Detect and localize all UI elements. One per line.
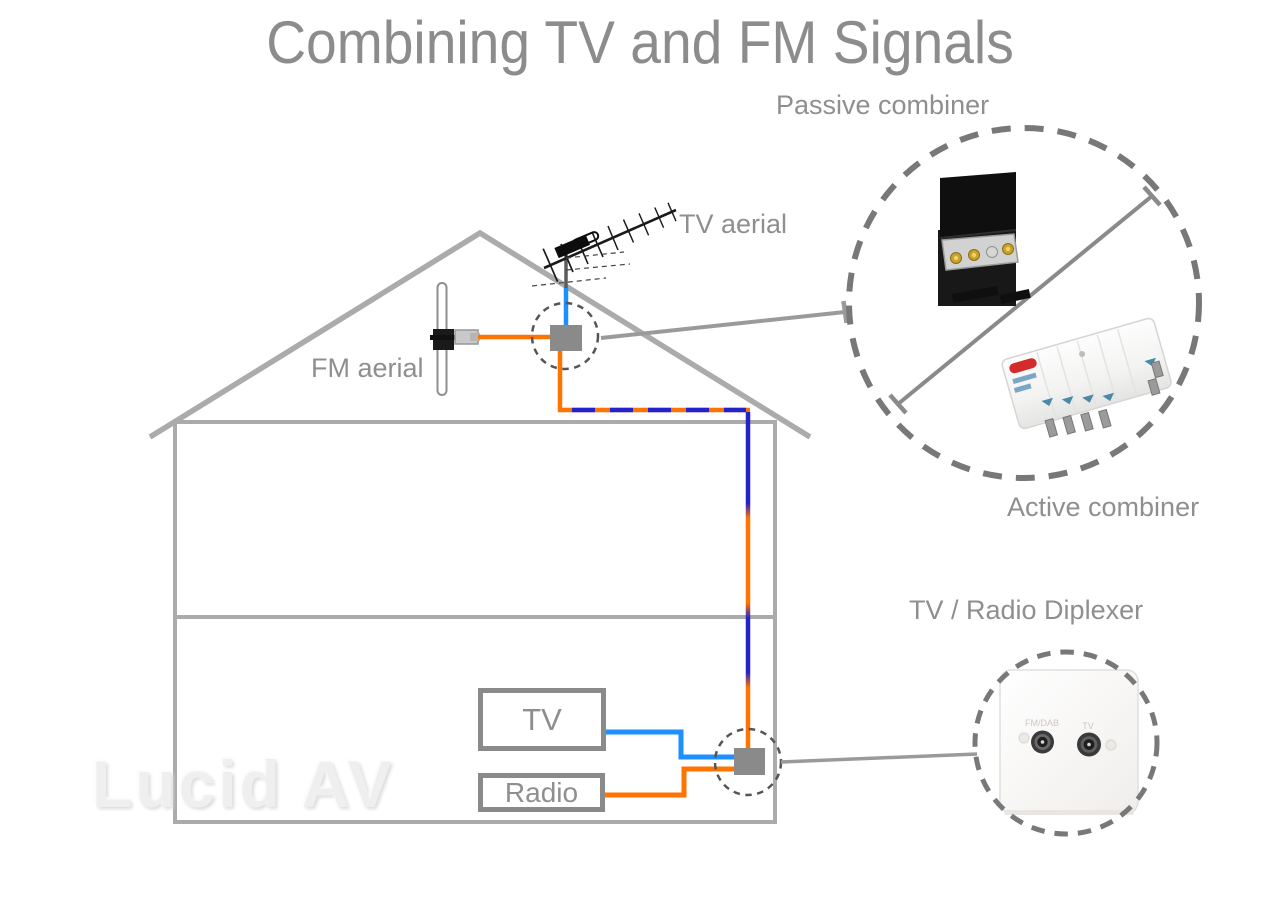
passive-combiner-label: Passive combiner <box>776 90 990 120</box>
combiner-callout-circle <box>846 125 1202 481</box>
active-combiner-label: Active combiner <box>1007 492 1200 522</box>
leader-lines <box>600 300 978 764</box>
roof-combiner-highlight-circle <box>530 301 600 371</box>
house-outline <box>148 229 812 824</box>
page-title: Combining TV and FM Signals <box>266 9 1014 76</box>
wallplate-fm-label: FM/DAB <box>1025 718 1059 728</box>
combiner-divider-line <box>888 185 1162 415</box>
wallplate-tv-label: TV <box>1082 721 1094 731</box>
fm-aerial-label: FM aerial <box>311 353 424 383</box>
radio-set-box: Radio <box>478 773 605 812</box>
diplexer-wallplate-photo: FM/DAB TV <box>999 669 1139 815</box>
roof-combiner-box <box>550 325 582 351</box>
wallplate-fm-socket <box>1031 730 1054 754</box>
diplexer-junction-box <box>734 748 765 775</box>
cables <box>478 288 751 798</box>
watermark: Lucid AV <box>92 747 395 821</box>
radio-set-cable <box>604 766 736 798</box>
wallplate-tv-socket <box>1077 732 1101 757</box>
diplexer-leader-line <box>780 752 978 764</box>
diplexer-callout-circle <box>972 649 1160 837</box>
wallplate-screw-left <box>1018 732 1030 744</box>
radio-set-label: Radio <box>504 776 579 808</box>
tv-set-box: TV <box>478 688 606 751</box>
combined-cable-vertical <box>745 412 751 750</box>
tv-aerial-icon <box>531 202 677 289</box>
tv-set-label: TV <box>522 701 562 737</box>
active-combiner-photo <box>1001 317 1172 438</box>
fm-aerial-icon <box>430 282 480 396</box>
tv-aerial-label: TV aerial <box>679 209 788 239</box>
tv-set-cable <box>606 729 736 760</box>
passive-combiner-photo <box>938 172 1031 306</box>
diplexer-label: TV / Radio Diplexer <box>909 595 1144 625</box>
combiner-leader-line <box>600 310 846 340</box>
wallplate-screw-right <box>1105 739 1117 751</box>
combiner-leader-cap <box>841 300 849 324</box>
